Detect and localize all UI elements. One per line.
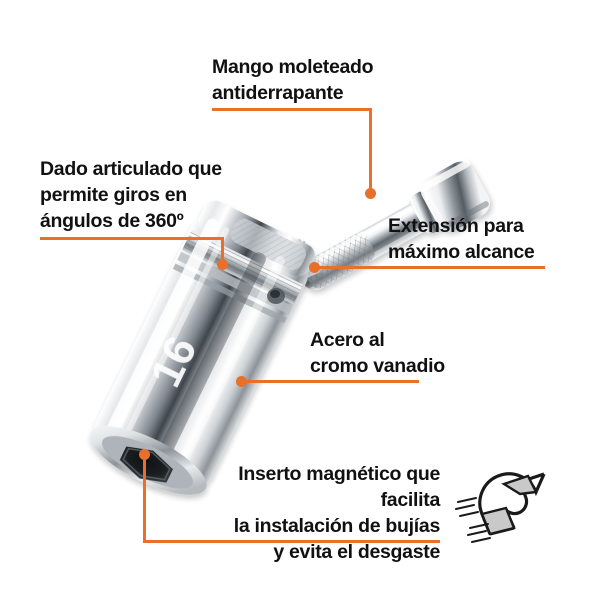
callout-mango-moleteado: Mango moleteado antiderrapante — [212, 56, 374, 104]
leader-dot-dado — [217, 259, 228, 270]
leader-dado-horizontal — [40, 237, 224, 240]
callout-dado-articulado: Dado articulado que permite giros en áng… — [40, 158, 222, 232]
leader-inserto-horizontal — [143, 540, 440, 543]
leader-mango-horizontal — [212, 108, 372, 111]
callout-inserto-magnetico: Inserto magnético que facilita la instal… — [233, 463, 441, 563]
leader-dot-acero — [236, 376, 247, 387]
leader-inserto-vertical — [143, 455, 146, 543]
leader-dado-vertical — [221, 237, 224, 265]
leader-dot-mango — [365, 188, 376, 199]
callout-acero-cromo-vanadio: Acero al cromo vanadio — [310, 329, 445, 377]
leader-dot-extension — [309, 262, 320, 273]
leader-mango-vertical — [369, 108, 372, 194]
hex-opening — [119, 446, 174, 483]
leader-acero-horizontal — [241, 380, 419, 383]
leader-dot-inserto — [139, 449, 150, 460]
callout-extension: Extensión para máximo alcance — [388, 215, 535, 263]
magnet-icon — [455, 472, 546, 543]
leader-extension-horizontal — [313, 266, 545, 269]
